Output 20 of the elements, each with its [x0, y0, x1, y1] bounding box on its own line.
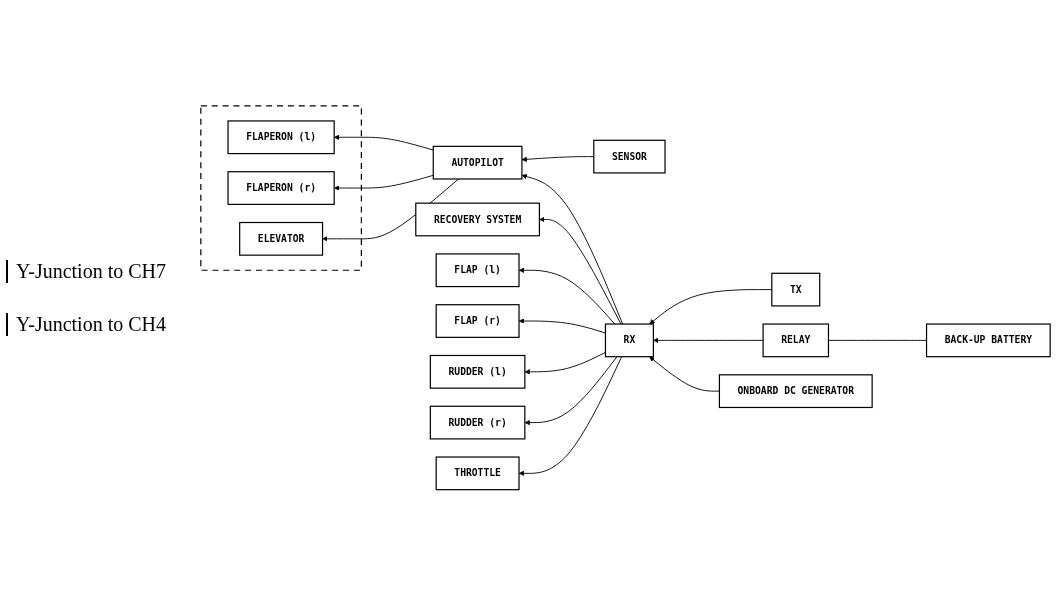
node-box: RX	[604, 323, 654, 358]
node-box: THROTTLE	[435, 456, 520, 491]
connector	[828, 340, 927, 342]
node-box: RUDDER (r)	[429, 405, 526, 440]
note-text: Y-Junction to CH7	[6, 260, 196, 283]
node-box: ELEVATOR	[239, 222, 324, 256]
node-box: TX	[771, 272, 821, 307]
node-box: FLAP (r)	[435, 304, 520, 339]
node-box: RECOVERY SYSTEM	[415, 202, 540, 237]
node-box: ONBOARD DC GENERATOR	[718, 374, 873, 409]
node-box: SENSOR	[593, 139, 666, 174]
node-box: AUTOPILOT	[432, 145, 523, 180]
node-box: FLAPERON (l)	[227, 120, 335, 155]
node-box: RUDDER (l)	[429, 355, 526, 389]
node-box: FLAPERON (r)	[227, 171, 335, 206]
node-box: RELAY	[762, 323, 830, 358]
node-box: FLAP (l)	[435, 253, 520, 288]
cluster	[200, 105, 362, 272]
note-text: Y-Junction to CH4	[6, 313, 196, 336]
node-box: BACK-UP BATTERY	[925, 323, 1051, 358]
